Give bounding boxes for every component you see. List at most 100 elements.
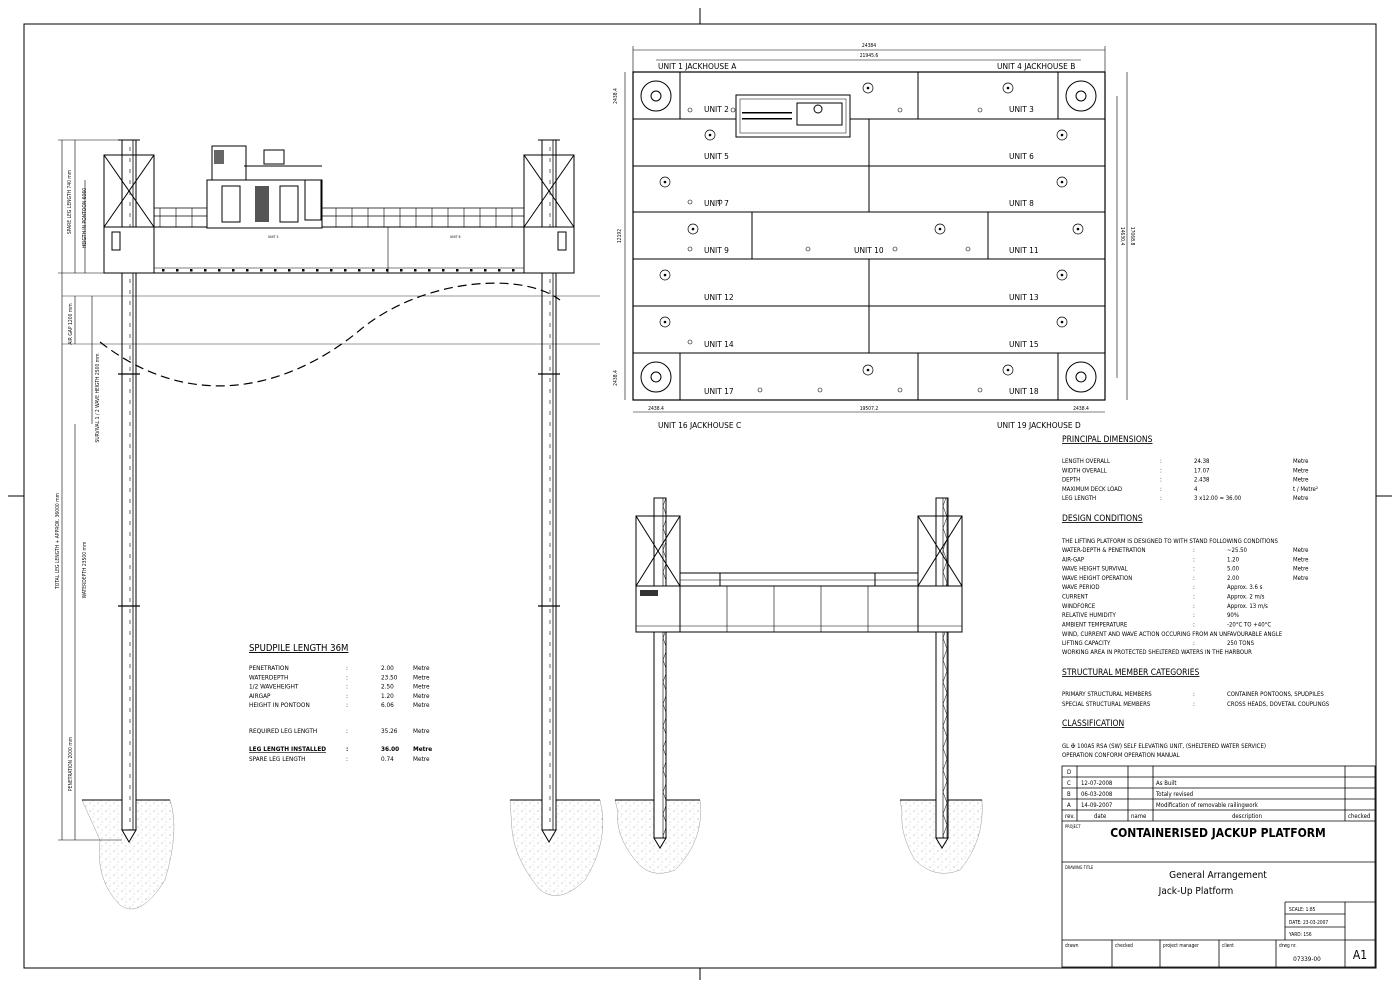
footer-client: client — [1222, 943, 1234, 949]
classification: CLASSIFICATION GL ✠ 100A5 RSA (SW) SELF … — [1062, 719, 1266, 759]
jackhouse-b-label: UNIT 4 JACKHOUSE B — [997, 61, 1075, 71]
design-row-label: WAVE HEIGHT SURVIVAL — [1062, 566, 1128, 573]
bolt-dot — [805, 246, 811, 252]
hatch-center — [1060, 133, 1064, 137]
design-row-unit: Metre — [1293, 566, 1309, 573]
pontoon-rivet — [386, 269, 389, 272]
bolt-dot — [897, 107, 903, 113]
classification-line-2: OPERATION CONFORM OPERATION MANUAL — [1062, 752, 1180, 759]
revision-description: As Built — [1156, 780, 1176, 787]
design-title: DESIGN CONDITIONS — [1062, 514, 1143, 524]
structural-row-sep: : — [1193, 701, 1195, 708]
principal-row-unit: Metre — [1293, 458, 1309, 465]
classification-line-1: GL ✠ 100A5 RSA (SW) SELF ELEVATING UNIT,… — [1062, 743, 1266, 750]
sheet-frame — [8, 8, 1392, 980]
pontoon-rivet — [288, 269, 291, 272]
pontoon-rivet — [316, 269, 319, 272]
bolt-dot — [687, 107, 693, 113]
unit-7-label: UNIT 7 — [704, 198, 729, 208]
pontoon-rivet — [512, 269, 515, 272]
principal-row-sep: : — [1160, 458, 1162, 465]
hatch-cover — [704, 129, 716, 141]
unit-12-label: UNIT 12 — [704, 292, 734, 302]
spudpile-row-label: 1/2 WAVEHEIGHT — [249, 683, 299, 691]
design-row-label: CURRENT — [1062, 594, 1089, 601]
plan-dim-inner-width: 21945.6 — [860, 53, 879, 59]
structural-row-sep: : — [1193, 691, 1195, 698]
principal-row-label: DEPTH — [1062, 477, 1080, 484]
plan-dim-inner-height: 14630.4 — [1119, 227, 1125, 246]
installed-unit: Metre — [413, 745, 432, 753]
structural-categories: STRUCTURAL MEMBER CATEGORIES PRIMARY STR… — [1062, 668, 1330, 708]
spudpile-row-unit: Metre — [413, 683, 430, 691]
bolt-dot — [892, 246, 898, 252]
revision-rev: D — [1067, 769, 1071, 776]
front-elevation-view — [614, 497, 983, 874]
principal-row-value: 3 x12.00 = 36.00 — [1194, 495, 1242, 502]
revision-rev: A — [1067, 802, 1071, 809]
pontoon-rivet — [414, 269, 417, 272]
pontoon-rivet — [260, 269, 263, 272]
principal-row-sep: : — [1160, 477, 1162, 484]
spare-value: 0.74 — [381, 755, 394, 763]
principal-row-unit: Metre — [1293, 477, 1309, 484]
jackhouse-a-label: UNIT 1 JACKHOUSE A — [658, 61, 737, 71]
scale: SCALE: 1:85 — [1289, 907, 1316, 913]
classification-title: CLASSIFICATION — [1062, 719, 1124, 729]
elevation-dimension-lines — [58, 139, 140, 841]
design-row-label: WAVE HEIGHT OPERATION — [1062, 575, 1132, 582]
design-intro: THE LIFTING PLATFORM IS DESIGNED TO WITH… — [1061, 538, 1278, 545]
pontoon-rivet — [190, 269, 193, 272]
revision-date: 12-07-2008 — [1081, 780, 1113, 787]
hatch-cover — [1072, 223, 1084, 235]
plan-hatches — [659, 82, 1084, 393]
hatch-center — [663, 273, 667, 277]
plan-deckhouse — [735, 94, 851, 138]
spare-sep: : — [346, 755, 348, 763]
plan-dim-bottom-right: 2438.4 — [1073, 406, 1089, 412]
required-value: 35.26 — [381, 727, 398, 735]
hatch-center — [938, 227, 942, 231]
plan-view: 24384 21945.6 17068.8 14630.4 12192 2438… — [613, 43, 1135, 430]
design-row-value: Approx. 13 m/s — [1227, 603, 1268, 610]
design-row-value: -20°C TO +40°C — [1227, 621, 1271, 628]
spudpile-row-unit: Metre — [413, 664, 430, 672]
seabed — [81, 799, 604, 910]
pontoon-elevation: UNIT 5 UNIT 6 — [153, 226, 525, 274]
principal-row-sep: : — [1160, 467, 1162, 474]
bolt-dot — [897, 387, 903, 393]
bolt-dot — [965, 246, 971, 252]
drawing-title-label: DRAWING TITLE — [1065, 865, 1094, 870]
design-note-1: WIND, CURRENT AND WAVE ACTION OCCURING F… — [1062, 631, 1283, 638]
design-row-value: 1.20 — [1227, 556, 1240, 563]
hatch-center — [663, 320, 667, 324]
penetration-dim: PENETRATION 2000 mm — [68, 737, 74, 791]
pontoon-rivet — [232, 269, 235, 272]
footer-checked: checked — [1115, 943, 1133, 949]
unit-13-label: UNIT 13 — [1009, 292, 1039, 302]
plan-jack-corners — [640, 80, 1097, 393]
plan-dim-bottom-left: 2438.4 — [648, 406, 664, 412]
drawing-title-2: Jack-Up Platform — [1158, 886, 1234, 897]
plan-dim-overall-height: 17068.8 — [1129, 227, 1135, 246]
pontoon-rivet — [162, 269, 165, 272]
spudpile-row-unit: Metre — [413, 701, 430, 709]
hatch-center — [1060, 273, 1064, 277]
pontoon-rivet — [330, 269, 333, 272]
sheet-size: A1 — [1353, 948, 1367, 962]
survival-wave-dim: SURVIVAL 1 / 2 WAVE HEIGTH 2500 mm — [95, 353, 101, 442]
design-row-label: AMBIENT TEMPERATURE — [1062, 621, 1128, 628]
rev-header-date: date — [1094, 813, 1107, 820]
pontoon-rivet — [302, 269, 305, 272]
leg-joints — [118, 373, 560, 607]
project-title: CONTAINERISED JACKUP PLATFORM — [1110, 826, 1326, 840]
hatch-cover — [687, 223, 699, 235]
hatch-cover — [1056, 316, 1068, 328]
design-row-sep: : — [1193, 621, 1195, 628]
hatch-cover — [1002, 82, 1014, 94]
bolt-dot — [717, 199, 723, 205]
principal-row-sep: : — [1160, 486, 1162, 493]
svg-text:UNIT 6: UNIT 6 — [450, 235, 461, 239]
